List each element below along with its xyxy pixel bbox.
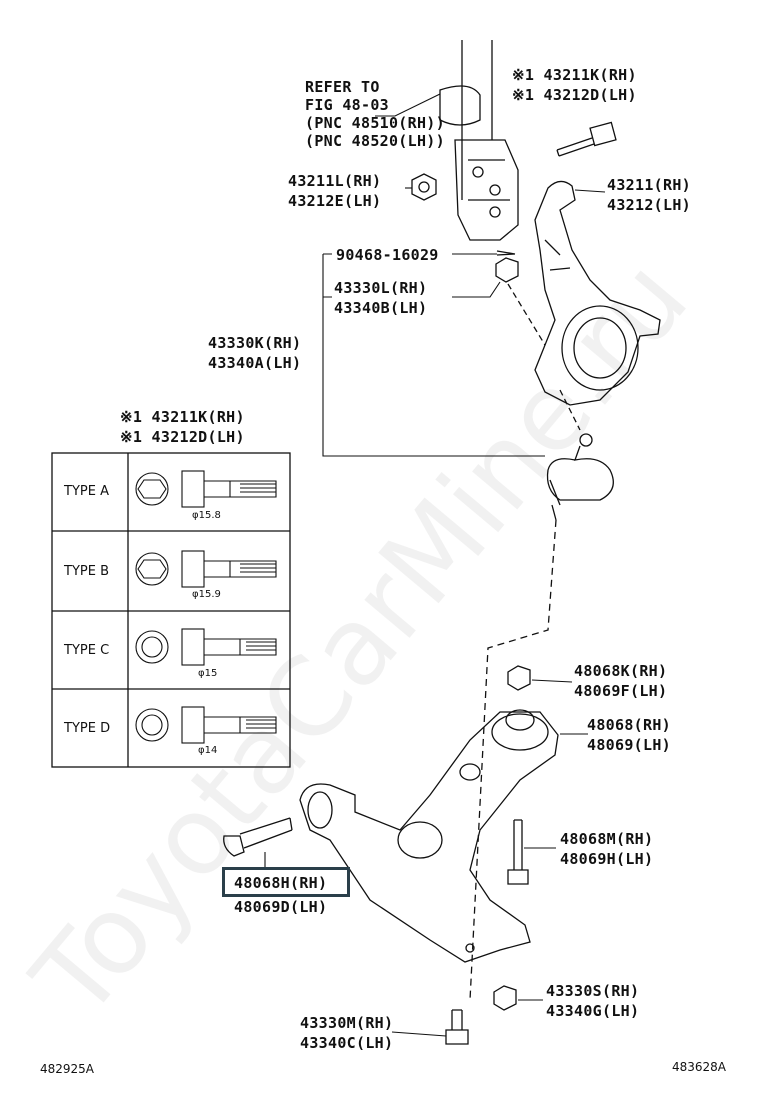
castle-nut-shape <box>495 257 519 283</box>
label-knuckle-lh: 43212(LH) <box>607 196 691 214</box>
label-knuckle-rh: 43211(RH) <box>607 176 691 194</box>
bj-nut-shape <box>493 985 517 1011</box>
label-arm-rh: 48068(RH) <box>587 716 671 734</box>
bolt-type-table <box>51 452 291 768</box>
label-nut-top-rh: 43211L(RH) <box>288 172 382 190</box>
label-cotter-pin: 90468-16029 <box>336 246 439 264</box>
type-b-dia: φ15.9 <box>192 589 221 600</box>
label-bolt-top-lh: ※1 43212D(LH) <box>512 86 637 104</box>
type-b-label: TYPE B <box>64 564 109 579</box>
type-c-dia: φ15 <box>198 668 218 679</box>
top-bolt-shape <box>556 121 617 157</box>
refer-line-3: (PNC 48510(RH)) <box>305 114 445 132</box>
label-nut-top-lh: 43212E(LH) <box>288 192 382 210</box>
arm-nut-shape <box>507 665 531 691</box>
refer-line-4: (PNC 48520(LH)) <box>305 132 445 150</box>
top-nut-shape <box>411 173 437 201</box>
refer-line-2: FIG 48-03 <box>305 96 389 114</box>
label-arm-lh: 48069(LH) <box>587 736 671 754</box>
front-bolt-shape <box>223 817 293 857</box>
label-ball-joint-rh: 43330K(RH) <box>208 334 302 352</box>
type-a-dia: φ15.8 <box>192 510 221 521</box>
label-arm-bolt-lh: 48069H(LH) <box>560 850 654 868</box>
table-bolt-drawings <box>135 470 277 744</box>
label-front-bolt-lh: 48069D(LH) <box>234 898 328 916</box>
dash-line-1 <box>507 283 581 431</box>
type-c-label: TYPE C <box>64 643 110 658</box>
type-d-label: TYPE D <box>64 721 111 736</box>
bj-bolt-shape <box>445 1009 469 1045</box>
cotter-pin-shape <box>496 250 516 256</box>
lower-arm-shape <box>299 709 559 963</box>
label-bolt-top-rh: ※1 43211K(RH) <box>512 66 637 84</box>
label-arm-bolt-rh: 48068M(RH) <box>560 830 654 848</box>
arm-bolt-shape <box>507 819 529 885</box>
leader-lines <box>264 93 606 1037</box>
label-arm-nut-lh: 48069F(LH) <box>574 682 668 700</box>
label-bj-bolt-rh: 43330M(RH) <box>300 1014 394 1032</box>
label-bj-nut-rh: 43330S(RH) <box>546 982 640 1000</box>
label-ball-joint-lh: 43340A(LH) <box>208 354 302 372</box>
label-castle-nut-lh: 43340B(LH) <box>334 299 428 317</box>
ball-joint-shape <box>546 433 614 521</box>
label-bj-nut-lh: 43340G(LH) <box>546 1002 640 1020</box>
type-d-dia: φ14 <box>198 745 218 756</box>
code-right: 483628A <box>672 1060 727 1074</box>
type-a-label: TYPE A <box>64 484 109 499</box>
label-table-rh: ※1 43211K(RH) <box>120 408 245 426</box>
highlight-box <box>222 867 350 897</box>
code-left: 482925A <box>40 1062 95 1076</box>
label-table-lh: ※1 43212D(LH) <box>120 428 245 446</box>
strut-shape <box>439 40 519 241</box>
label-arm-nut-rh: 48068K(RH) <box>574 662 668 680</box>
label-bj-bolt-lh: 43340C(LH) <box>300 1034 394 1052</box>
refer-line-1: REFER TO <box>305 78 380 96</box>
dash-line-2 <box>469 519 557 1001</box>
label-front-bolt-rh[interactable]: 48068H(RH) <box>234 874 328 892</box>
label-castle-nut-rh: 43330L(RH) <box>334 279 428 297</box>
